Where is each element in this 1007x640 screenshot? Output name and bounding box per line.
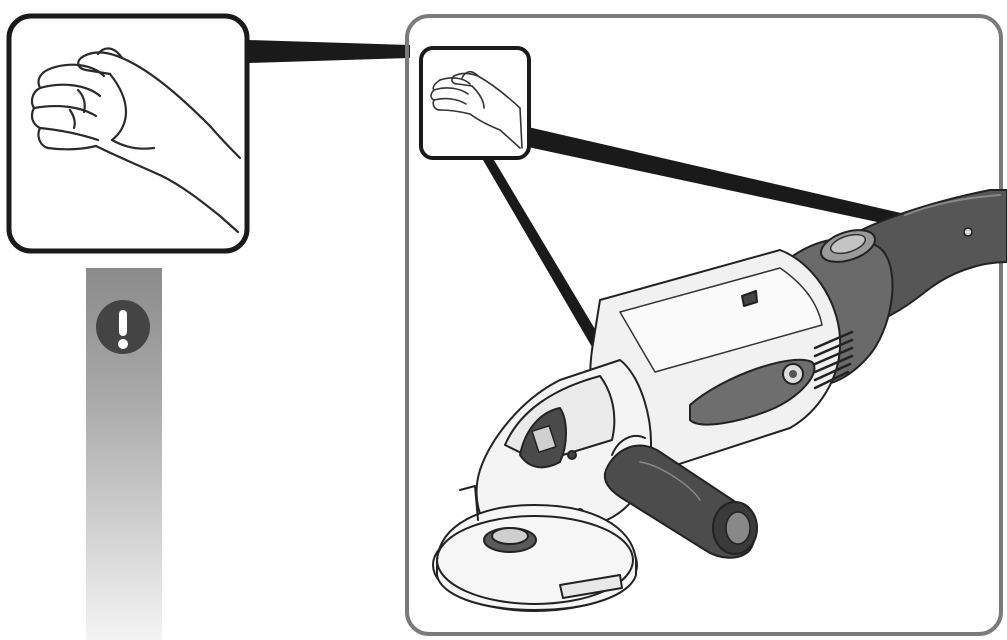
hand-icon [30,47,242,234]
hand-inset-frame [419,46,531,160]
vent-slots [813,330,854,390]
angle-grinder-icon [432,189,1007,612]
exclamation-mark-icon [96,300,150,354]
top-lock [741,290,758,307]
hand-icon-small [430,70,523,149]
callout-connector-left [248,40,410,63]
handle-screw [963,227,973,237]
exclamation-stroke [119,310,127,336]
main-illustration-frame [405,14,1003,636]
disc-guard [436,504,637,611]
hand-detail-frame [6,13,250,254]
callout-connector-handle [528,127,905,228]
exclamation-dot [118,339,128,349]
